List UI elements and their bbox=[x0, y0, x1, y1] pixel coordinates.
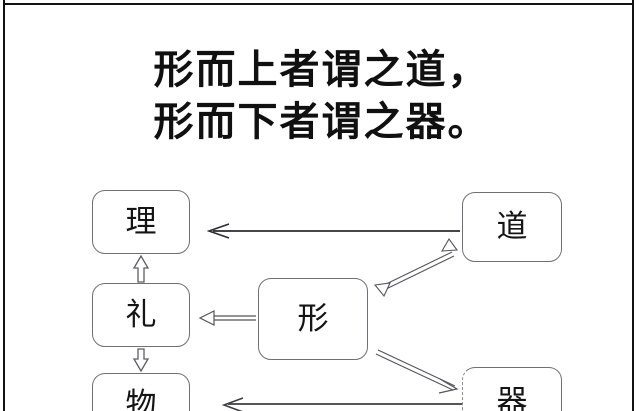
node-dao-label: 道 bbox=[496, 208, 528, 245]
node-qi[interactable]: 器 bbox=[462, 367, 562, 411]
edge-xing-to-qi bbox=[375, 349, 459, 394]
edge-xing-dao-bidirectional bbox=[373, 237, 459, 298]
edge-rei-to-wu bbox=[132, 348, 150, 373]
page-title: 形而上者谓之道， 形而下者谓之器。 bbox=[153, 46, 490, 145]
page-frame-left-border bbox=[3, 0, 5, 411]
node-li-label: 理 bbox=[125, 203, 157, 240]
node-dao[interactable]: 道 bbox=[462, 192, 562, 262]
node-xing-label: 形 bbox=[297, 300, 329, 337]
node-rei-label: 礼 bbox=[125, 296, 157, 333]
edge-qi-to-wu bbox=[221, 397, 462, 411]
page-frame-top-border bbox=[3, 3, 633, 5]
node-li[interactable]: 理 bbox=[92, 190, 190, 254]
node-xing[interactable]: 形 bbox=[258, 278, 368, 360]
node-qi-label: 器 bbox=[496, 383, 528, 411]
node-rei[interactable]: 礼 bbox=[92, 283, 190, 347]
edge-rei-to-li bbox=[132, 254, 150, 283]
page-frame-right-border bbox=[632, 0, 634, 411]
edge-xing-to-rei bbox=[198, 310, 256, 326]
node-wu-label: 物 bbox=[125, 386, 157, 411]
node-wu[interactable]: 物 bbox=[92, 373, 190, 411]
edge-dao-to-li bbox=[206, 223, 460, 239]
